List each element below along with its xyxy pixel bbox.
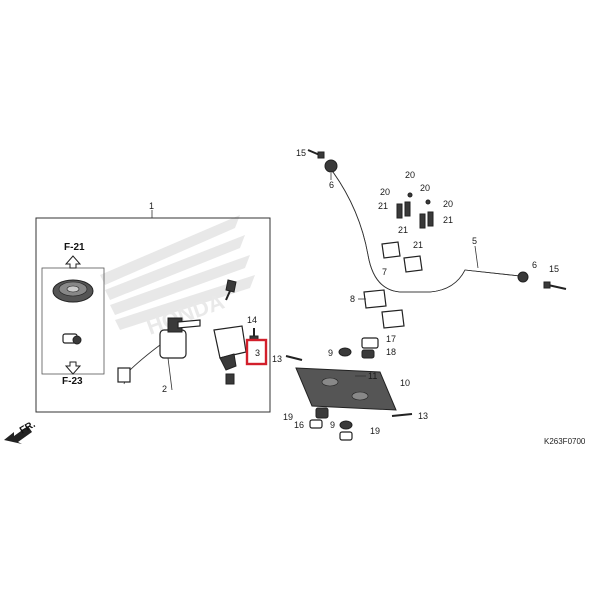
callout-9-b: 9 — [330, 420, 335, 430]
callout-17: 17 — [386, 334, 396, 344]
highlight-box-3 — [245, 338, 268, 366]
callout-21-d: 21 — [413, 240, 423, 250]
upper-holder — [381, 241, 423, 273]
key — [225, 279, 237, 301]
callout-13-left: 13 — [272, 354, 282, 364]
callout-9-a: 9 — [328, 348, 333, 358]
callout-11: 11 — [368, 371, 377, 381]
callout-13-right: 13 — [418, 411, 428, 421]
ref-f21: F-21 — [64, 242, 85, 253]
callout-3: 3 — [255, 348, 260, 358]
callout-20-c: 20 — [420, 183, 430, 193]
callout-10: 10 — [400, 378, 410, 388]
callout-20-b: 20 — [380, 187, 390, 197]
callout-5: 5 — [472, 236, 477, 246]
callout-6-top: 6 — [329, 180, 334, 190]
bolt-14 — [249, 328, 259, 341]
callout-15-right: 15 — [549, 264, 559, 274]
callout-1: 1 — [149, 201, 154, 211]
handlebar — [324, 159, 529, 293]
front-label: FR. — [18, 419, 38, 437]
callout-20-d: 20 — [443, 199, 453, 209]
callout-21-a: 21 — [378, 201, 388, 211]
steering-lock — [213, 325, 247, 385]
top-bridge — [295, 367, 397, 411]
callout-16: 16 — [294, 420, 304, 430]
callout-8: 8 — [350, 294, 355, 304]
callout-19-a: 19 — [283, 412, 293, 422]
callout-18: 18 — [386, 347, 396, 357]
callout-14: 14 — [247, 315, 257, 325]
holder-bolts — [396, 192, 434, 229]
callout-15-top: 15 — [296, 148, 306, 158]
callout-19-b: 19 — [370, 426, 380, 436]
callout-2: 2 — [162, 384, 167, 394]
front-arrow-icon — [4, 426, 32, 444]
key-cylinder-small — [62, 333, 82, 345]
assembly-frame — [35, 217, 271, 413]
arrow-up-icon — [64, 255, 82, 269]
callout-21-b: 21 — [443, 215, 453, 225]
callout-6-right: 6 — [532, 260, 537, 270]
callout-20-a: 20 — [405, 170, 415, 180]
callout-21-c: 21 — [398, 225, 408, 235]
callout-7: 7 — [382, 267, 387, 277]
arrow-down-icon — [64, 361, 82, 375]
lower-holder — [363, 289, 405, 329]
diagram-code: K263F0700 — [544, 437, 586, 446]
ignition-switch — [117, 317, 201, 391]
ref-f23: F-23 — [62, 376, 83, 387]
